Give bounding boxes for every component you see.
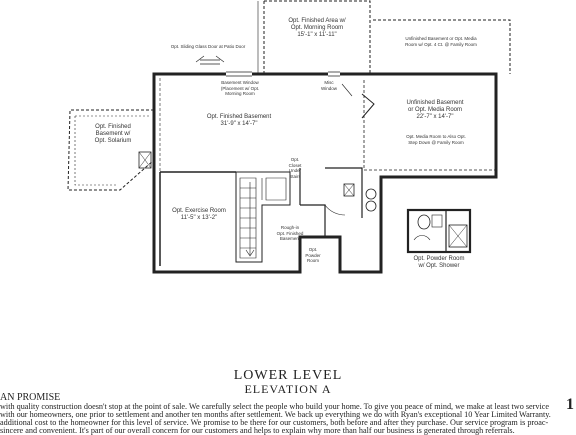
solarium-outline <box>67 109 155 191</box>
morning-room-outline <box>263 0 371 74</box>
morning-room-label: Opt. Finished Area w/ Opt. Morning Room … <box>288 18 346 38</box>
promise-line: with our homeowners, one prior to settle… <box>0 410 551 419</box>
basement-outline <box>152 72 498 274</box>
sliding-door-label: Opt. Sliding Glass Door at Patio Door <box>170 44 246 49</box>
family-room-dashed-outline <box>373 19 511 74</box>
media-room-note: Opt. Media Room to Also Opt. Step Down @… <box>406 134 466 145</box>
powder-room-small-label: Opt. Powder Room <box>305 247 321 263</box>
finished-basement-label: Opt. Finished Basement 31'-9" x 14'-7" <box>206 114 272 127</box>
stair <box>235 171 291 263</box>
powder-room-shower-label: Opt. Powder Room w/ Opt. Shower <box>413 256 465 269</box>
exercise-room-walls <box>159 171 236 266</box>
misc-window-label: Misc Window <box>320 80 337 91</box>
promise-line: additional cost to the homeowner for thi… <box>0 418 549 427</box>
page-edge-number: 1 <box>566 396 574 413</box>
unfinished-media-note-top: Unfinished Basement or Opt. Media Room w… <box>405 36 477 47</box>
unfinished-media-label: Unfinished Basement or Opt. Media Room 2… <box>406 100 464 120</box>
promise-line: sincere and convenient. It's part of our… <box>0 426 515 435</box>
promise-heading: AN PROMISE <box>0 392 61 403</box>
floor-plan-drawing <box>67 0 511 274</box>
level-title: LOWER LEVEL <box>233 368 343 383</box>
elevation-title: ELEVATION A <box>244 382 332 396</box>
solarium-label: Opt. Finished Basement w/ Opt. Solarium <box>94 124 132 144</box>
basement-window-label: Basement Window (Placement w/ Opt. Morni… <box>220 80 260 96</box>
powder-room-shower <box>406 208 472 254</box>
closet-label: Opt. Closet Under Stairs <box>288 157 302 179</box>
promise-line: with quality construction doesn't stop a… <box>0 402 550 411</box>
rough-in-label: Rough-in Opt. Finished Basement <box>276 225 304 241</box>
exercise-room-label: Opt. Exercise Room 11'-5" x 13'-2" <box>172 208 226 221</box>
